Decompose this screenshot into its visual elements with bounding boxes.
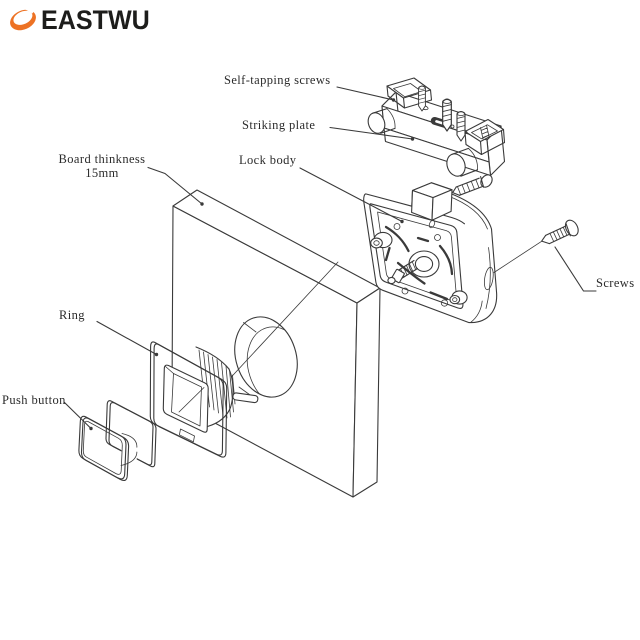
ring-assembly — [149, 341, 259, 458]
assembly-axis-line — [221, 261, 339, 388]
self-tapping-screw-1 — [418, 85, 426, 112]
mounting-screw — [541, 219, 579, 245]
label-lock-body: Lock body — [239, 153, 297, 167]
ring-latch-pin — [232, 392, 259, 404]
leader-self-tapping-screws — [336, 86, 395, 101]
label-screws: Screws — [596, 276, 635, 290]
leader-push-button — [63, 401, 92, 430]
brand-logo: EASTWU — [8, 5, 158, 35]
lock-body-side-slot — [483, 266, 494, 291]
lock-body-top-block — [411, 182, 453, 221]
label-board-thickness: Board thinkness 15mm — [50, 152, 154, 180]
striking-plate-right-bracket — [464, 118, 506, 156]
self-tapping-screw-3 — [456, 110, 466, 142]
striking-plate-left-roller — [367, 108, 396, 134]
dome-head-screw — [452, 174, 493, 196]
label-ring: Ring — [59, 308, 85, 322]
plate-pin-hole — [450, 124, 455, 129]
label-push-button: Push button — [2, 393, 66, 407]
leader-screws — [554, 246, 597, 292]
leader-lines — [63, 86, 597, 431]
label-self-tapping-screws: Self-tapping screws — [224, 73, 331, 87]
label-striking-plate: Striking plate — [242, 118, 316, 132]
orange-swoosh-icon — [10, 6, 36, 30]
label-board-thickness-text: Board thinkness — [58, 152, 146, 166]
striking-plate-part — [367, 77, 506, 196]
ring-flange — [149, 341, 228, 458]
striking-plate-right-roller — [446, 147, 479, 177]
leader-striking-plate — [329, 126, 414, 140]
label-board-thickness-value: 15mm — [85, 166, 119, 180]
push-button-part — [78, 400, 157, 482]
leader-board-thickness — [147, 166, 203, 205]
lock-body-part — [363, 182, 498, 324]
push-button-cap — [78, 415, 130, 482]
brand-name: EASTWU — [41, 4, 150, 35]
leader-ring — [96, 320, 158, 356]
board-panel — [171, 189, 381, 498]
leader-lock-body — [299, 167, 403, 223]
lock-mechanism — [370, 219, 468, 307]
self-tapping-screw-2 — [442, 98, 452, 132]
screw-axis-line — [493, 240, 543, 273]
